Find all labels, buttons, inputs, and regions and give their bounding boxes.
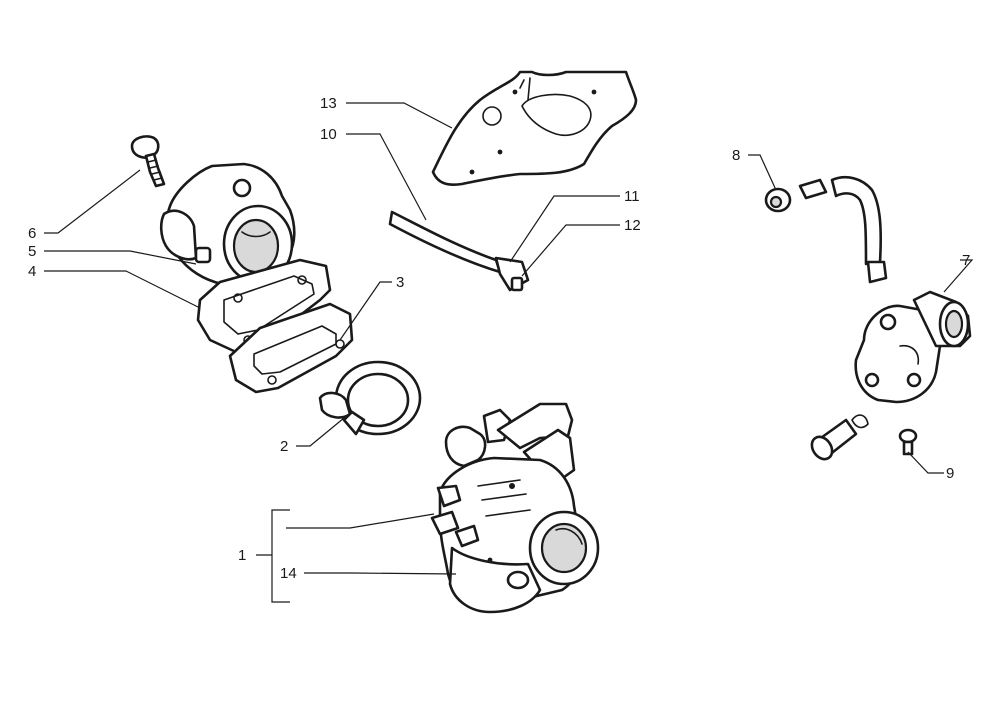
- leader-3: [339, 281, 392, 341]
- leader-4: [44, 270, 201, 309]
- leader-13: [346, 102, 453, 129]
- reed-plate-3: [228, 302, 354, 394]
- leader-10: [346, 133, 427, 221]
- bracket-1: [256, 509, 290, 603]
- callout-6: 6: [28, 225, 36, 242]
- leader-lines: [44, 102, 974, 603]
- gasket-plate-13: [431, 70, 638, 186]
- callout-1: 1: [238, 547, 246, 564]
- leader-12: [521, 224, 620, 277]
- leader-11: [509, 195, 620, 263]
- grommet-8: [764, 176, 888, 284]
- callout-7: 7: [962, 252, 970, 269]
- leader-1: [286, 513, 435, 529]
- callout-4: 4: [28, 263, 36, 280]
- callout-8: 8: [732, 147, 740, 164]
- bolt-6: [130, 135, 166, 188]
- screw-9: [898, 428, 918, 456]
- leader-14: [304, 572, 457, 575]
- leader-8: [748, 154, 777, 191]
- sensor-plug: [810, 414, 869, 461]
- leader-9: [907, 451, 944, 474]
- outlet-housing-7: [854, 290, 972, 404]
- clamp-ring-2: [318, 360, 422, 436]
- gasket-4: [196, 258, 332, 354]
- callout-9: 9: [946, 465, 954, 482]
- carburetor-body-1: [430, 402, 600, 614]
- callout-2: 2: [280, 438, 288, 455]
- leader-6: [44, 169, 141, 234]
- hose-10: [388, 210, 530, 292]
- leader-2: [296, 417, 345, 447]
- callout-labels: 13 10 11 12 6 5 4 3 2 8 7 9 1 14: [28, 95, 970, 582]
- leader-7: [943, 259, 974, 293]
- callout-10: 10: [320, 126, 337, 143]
- leader-5: [44, 250, 197, 265]
- callout-14: 14: [280, 565, 297, 582]
- callout-3: 3: [396, 274, 404, 291]
- callout-12: 12: [624, 217, 641, 234]
- callout-5: 5: [28, 243, 36, 260]
- callout-13: 13: [320, 95, 337, 112]
- callout-11: 11: [624, 188, 640, 205]
